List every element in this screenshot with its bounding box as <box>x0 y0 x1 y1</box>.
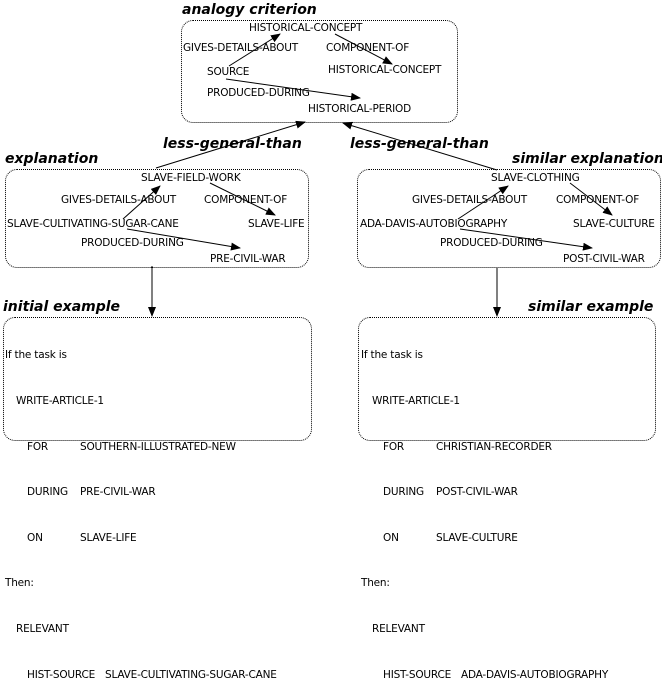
similar-explanation-node-slave-clothing: SLAVE-CLOTHING <box>491 172 580 184</box>
analogy-rel-gives-details-about: GIVES-DETAILS-ABOUT <box>183 42 298 54</box>
rule-hist-source-value: SLAVE-CULTIVATING-SUGAR-CANE <box>105 668 277 681</box>
diagram-arrows <box>122 33 613 317</box>
rule-during-value: POST-CIVIL-WAR <box>436 486 518 499</box>
explanation-node-source: SLAVE-CULTIVATING-SUGAR-CANE <box>7 218 179 230</box>
explanation-node-slave-life: SLAVE-LIFE <box>248 218 305 230</box>
similar-explanation-node-post-civil-war: POST-CIVIL-WAR <box>563 253 645 265</box>
similar-explanation-rel-component-of: COMPONENT-OF <box>556 194 640 206</box>
similar-explanation-node-source: ADA-DAVIS-AUTOBIOGRAPHY <box>360 218 508 230</box>
analogy-node-historical-concept-2: HISTORICAL-CONCEPT <box>328 64 442 76</box>
explanation-node-pre-civil-war: PRE-CIVIL-WAR <box>210 253 286 265</box>
rule-hist-source-key: HIST-SOURCE <box>383 668 452 681</box>
rule-task: WRITE-ARTICLE-1 <box>16 395 104 407</box>
similar-explanation-title: similar explanation <box>512 151 662 167</box>
rule-then-line: Then: <box>5 577 34 590</box>
initial-example-title: initial example <box>3 299 121 315</box>
rule-during-value: PRE-CIVIL-WAR <box>80 486 156 499</box>
similar-example-title: similar example <box>528 299 654 315</box>
similar-explanation-node-slave-culture: SLAVE-CULTURE <box>573 218 655 230</box>
rule-relevant: RELEVANT <box>372 622 425 635</box>
explanation-box <box>5 169 309 268</box>
rule-for-value: CHRISTIAN-RECORDER <box>436 440 552 453</box>
rule-for-value: SOUTHERN-ILLUSTRATED-NEW <box>80 440 236 453</box>
explanation-rel-produced-during: PRODUCED-DURING <box>81 237 184 249</box>
rule-on-key: ON <box>383 531 399 544</box>
similar-explanation-rel-gives-details-about: GIVES-DETAILS-ABOUT <box>412 194 527 206</box>
similar-explanation-arrow-produced-during <box>459 228 593 251</box>
explanation-arrow-component-of <box>209 182 276 216</box>
analogy-node-historical-concept: HISTORICAL-CONCEPT <box>249 22 363 34</box>
analogy-node-source: SOURCE <box>207 66 250 78</box>
analogy-rel-produced-during: PRODUCED-DURING <box>207 87 310 99</box>
rule-task: WRITE-ARTICLE-1 <box>372 395 460 407</box>
rule-hist-source-key: HIST-SOURCE <box>27 668 96 681</box>
rule-during-key: DURING <box>27 486 68 499</box>
less-general-than-right-label: less-general-than <box>350 136 489 152</box>
analogy-criterion-title: analogy criterion <box>182 2 317 18</box>
analogy-node-historical-period: HISTORICAL-PERIOD <box>308 103 412 115</box>
analogy-rel-component-of: COMPONENT-OF <box>326 42 410 54</box>
rule-on-value: SLAVE-CULTURE <box>436 531 518 544</box>
rule-on-value: SLAVE-LIFE <box>80 531 137 544</box>
rule-then-line: Then: <box>361 577 390 590</box>
explanation-node-slave-field-work: SLAVE-FIELD-WORK <box>141 172 241 184</box>
rule-relevant: RELEVANT <box>16 622 69 635</box>
explanation-title: explanation <box>5 151 99 167</box>
similar-explanation-arrow-gives-details <box>457 185 509 220</box>
explanation-arrow-produced-during <box>126 228 241 251</box>
explanation-arrow-gives-details <box>122 185 161 220</box>
rule-if-line: If the task is <box>5 349 67 362</box>
less-general-than-left-arrow <box>155 120 306 169</box>
rule-for-key: FOR <box>27 440 48 453</box>
rule-if-line: If the task is <box>361 349 423 362</box>
analogy-arrow-component-of <box>334 33 393 65</box>
analogy-criterion-box <box>181 20 458 123</box>
similar-explanation-box <box>357 169 661 268</box>
analogy-arrow-produced-during <box>225 78 361 101</box>
rule-hist-source-value: ADA-DAVIS-AUTOBIOGRAPHY <box>461 668 609 681</box>
analogy-arrow-gives-details <box>228 33 281 67</box>
rule-for-key: FOR <box>383 440 404 453</box>
similar-explanation-arrow-component-of <box>569 182 613 216</box>
rule-during-key: DURING <box>383 486 424 499</box>
similar-explanation-rel-produced-during: PRODUCED-DURING <box>440 237 543 249</box>
less-general-than-right-arrow <box>342 121 498 171</box>
rule-on-key: ON <box>27 531 43 544</box>
